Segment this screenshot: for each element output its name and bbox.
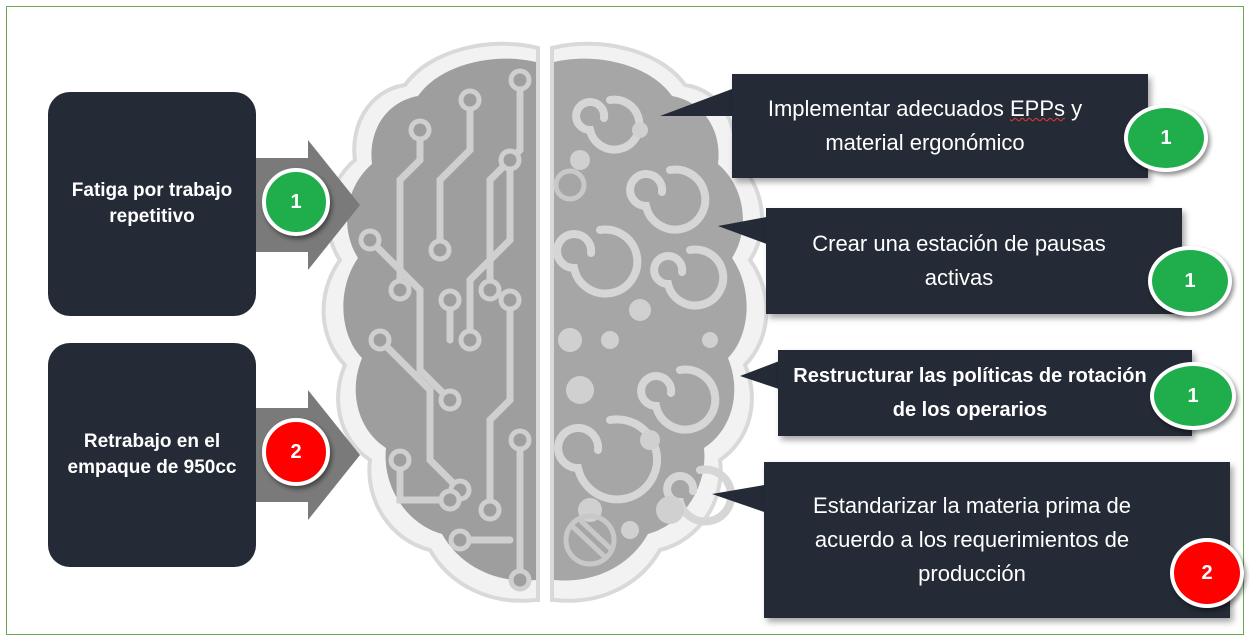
cause-label-fatigue: Fatiga por trabajo repetitivo [71,180,233,227]
hatched-circles [553,168,617,567]
action-box-materia: Estandarizar la materia prima de acuerdo… [764,462,1230,618]
priority-value: 1 [1160,126,1172,149]
priority-badge-epp: 1 [1124,104,1208,172]
priority-badge-materia: 2 [1170,538,1244,608]
priority-badge-pausas: 1 [1148,246,1232,316]
action-box-rotacion: Restructurar las políticas de rotación d… [778,350,1192,436]
pointer-action-3 [740,360,782,390]
action-label-epp: Implementar adecuados EPPs y material er… [767,96,1083,155]
action-label-materia: Estandarizar la materia prima de acuerdo… [813,493,1131,586]
brain-right-hemisphere [554,58,747,581]
priority-badge-rework: 2 [262,418,330,486]
priority-value: 1 [1187,384,1199,407]
cause-box-rework: Retrabajo en el empaque de 950cc [48,343,256,567]
pointer-action-1 [660,86,740,116]
action-box-pausas: Crear una estación de pausas activas [766,208,1182,314]
priority-value: 2 [290,440,302,463]
priority-value: 2 [1201,561,1213,584]
priority-value: 1 [290,190,302,213]
circuit-traces [366,76,524,584]
action-label-pausas: Crear una estación de pausas activas [812,231,1106,290]
cause-label-rework: Retrabajo en el empaque de 950cc [67,431,237,478]
action-label-rotacion: Restructurar las políticas de rotación d… [793,365,1147,421]
brain-illustration [321,41,769,603]
pointer-action-2 [718,216,772,246]
pointer-action-4 [712,484,770,514]
priority-badge-rotacion: 1 [1150,362,1236,430]
priority-value: 1 [1184,269,1196,292]
circuit-nodes [358,68,532,592]
diagram-frame [6,6,1244,635]
priority-badge-fatigue: 1 [262,168,330,236]
cause-box-fatigue: Fatiga por trabajo repetitivo [48,92,256,316]
action-box-epp: Implementar adecuados EPPs y material er… [732,74,1148,178]
swirl-patterns [553,95,736,526]
